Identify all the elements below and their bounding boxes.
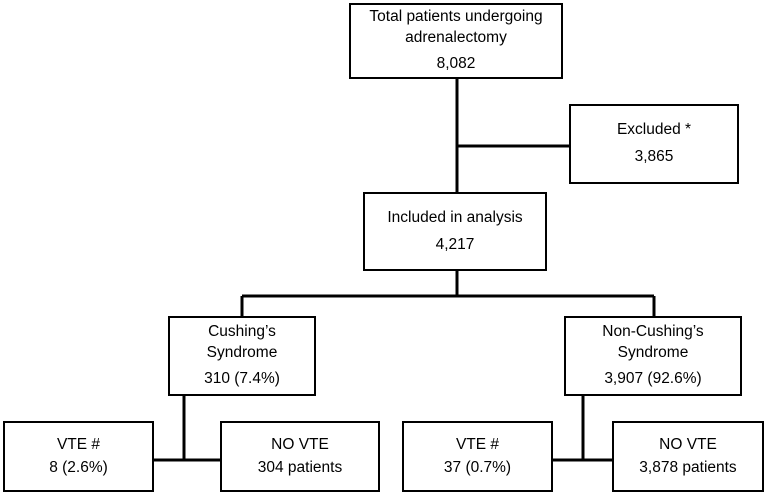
total-count: 8,082	[436, 55, 476, 73]
cushings-vte-label: VTE #	[56, 435, 101, 453]
cushings-label-line2: Syndrome	[206, 343, 278, 361]
cushings-label-line1: Cushing’s	[208, 322, 276, 340]
non-cushings-no-vte-label: NO VTE	[659, 435, 717, 453]
included-box: Included in analysis 4,217	[363, 192, 547, 271]
cushings-no-vte-box: NO VTE 304 patients	[220, 421, 380, 492]
excluded-count: 3,865	[634, 148, 674, 165]
cushings-vte-box: VTE # 8 (2.6%)	[3, 421, 154, 492]
non-cushings-box: Non-Cushing’s Syndrome 3,907 (92.6%)	[564, 316, 742, 396]
total-patients-box: Total patients undergoing adrenalectomy …	[349, 3, 563, 79]
non-cushings-no-vte-box: NO VTE 3,878 patients	[612, 421, 764, 492]
total-label-line2: adrenalectomy	[405, 28, 507, 46]
cushings-no-vte-label: NO VTE	[271, 435, 329, 453]
non-cushings-label-line1: Non-Cushing’s	[602, 322, 704, 340]
cushings-count: 310 (7.4%)	[204, 370, 280, 388]
non-cushings-count: 3,907 (92.6%)	[604, 370, 702, 388]
non-cushings-vte-label: VTE #	[455, 435, 500, 453]
non-cushings-vte-box: VTE # 37 (0.7%)	[402, 421, 553, 492]
included-label: Included in analysis	[387, 208, 523, 226]
cushings-vte-count: 8 (2.6%)	[49, 458, 108, 476]
excluded-label: Excluded *	[616, 121, 692, 139]
total-label-line1: Total patients undergoing	[369, 7, 543, 25]
excluded-box: Excluded * 3,865	[569, 104, 739, 184]
included-count: 4,217	[435, 235, 475, 253]
cushings-box: Cushing’s Syndrome 310 (7.4%)	[168, 316, 316, 396]
non-cushings-vte-count: 37 (0.7%)	[443, 458, 512, 476]
non-cushings-no-vte-count: 3,878 patients	[639, 458, 737, 476]
non-cushings-label-line2: Syndrome	[617, 343, 689, 361]
cushings-no-vte-count: 304 patients	[257, 458, 343, 476]
